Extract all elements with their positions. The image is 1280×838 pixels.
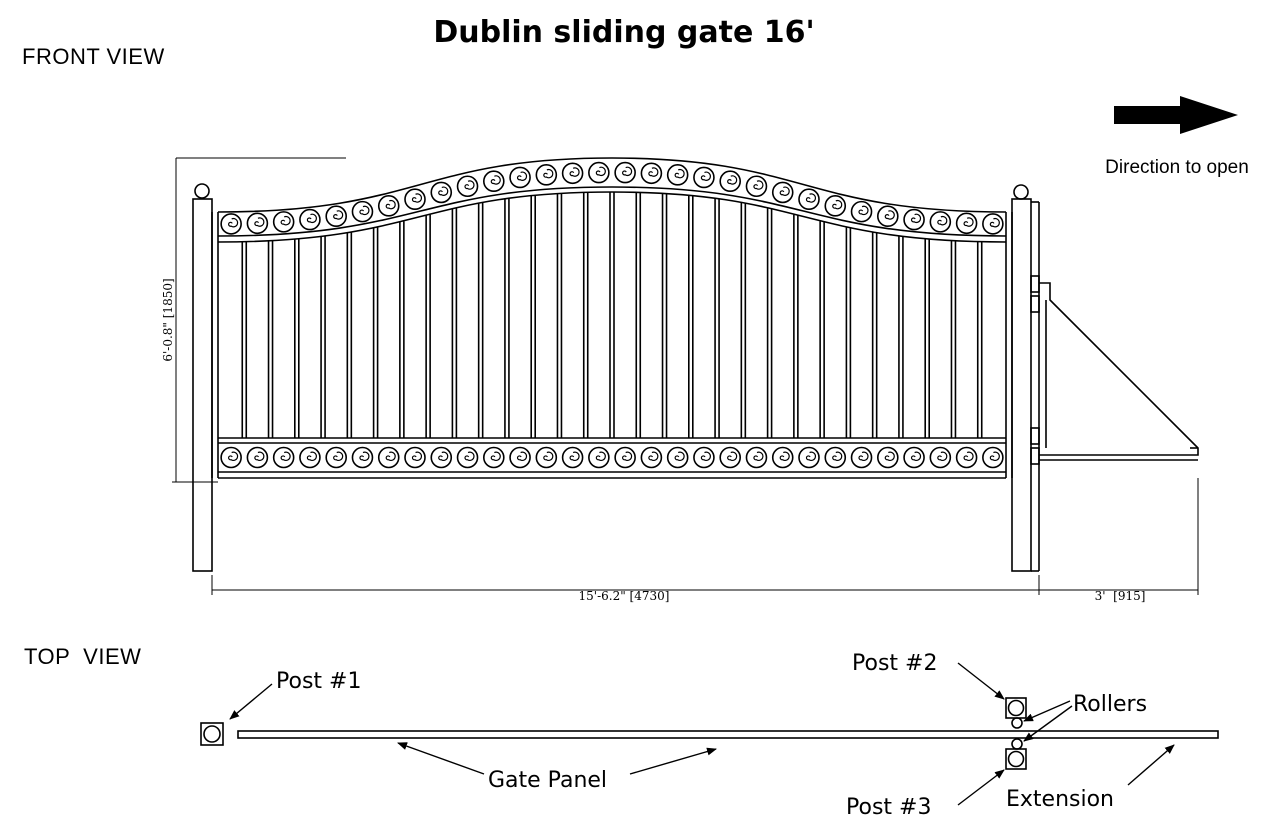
scroll-ornament: [561, 162, 584, 185]
diagram-title: Dublin sliding gate 16': [433, 15, 814, 50]
arch-top-rail-outer: [217, 157, 1007, 213]
front-view-label: FRONT VIEW: [22, 44, 165, 69]
scroll-ornament: [535, 446, 558, 469]
top-view: [200, 697, 1219, 770]
top-roller-1: [1011, 717, 1023, 729]
scroll-ornament: [666, 164, 689, 186]
post3-label: Post #3: [846, 795, 931, 820]
scroll-ornament: [246, 446, 269, 469]
scroll-ornament: [299, 208, 321, 231]
scroll-ornament: [299, 446, 321, 469]
scroll-ornament: [903, 446, 925, 469]
arch-top-rail-inner: [217, 186, 1007, 237]
scroll-ornament: [771, 446, 794, 469]
scroll-ornament: [929, 446, 952, 469]
post2-callout-arrow: [957, 662, 1005, 700]
top-post-1: [200, 722, 224, 746]
scroll-ornament: [798, 446, 820, 469]
scroll-ornament: [456, 175, 479, 198]
bottom-scroll-row: [220, 446, 1004, 469]
scroll-ornament: [246, 212, 269, 235]
top-roller-2: [1011, 738, 1023, 750]
scroll-ornament: [771, 181, 794, 204]
scroll-ornament: [509, 166, 531, 189]
scroll-ornament: [220, 213, 242, 235]
scroll-ornament: [850, 200, 873, 223]
scroll-ornament: [903, 208, 925, 231]
scroll-ornament: [325, 446, 348, 469]
scroll-ornament: [535, 164, 558, 186]
top-gate-panel: [237, 730, 1219, 739]
scroll-ornament: [824, 195, 847, 217]
front-post-right: [1011, 198, 1032, 572]
scroll-ornament: [929, 211, 952, 233]
post3-callout-arrow: [957, 769, 1005, 806]
scroll-ornament: [482, 170, 505, 193]
scroll-ornament: [745, 175, 768, 198]
front-post-right-cap: [1013, 184, 1029, 200]
front-post-left-cap: [194, 183, 210, 199]
scroll-ornament: [614, 161, 636, 184]
scroll-ornament: [693, 166, 715, 189]
top-scroll-row: [220, 161, 1004, 235]
post2-label: Post #2: [852, 651, 937, 676]
top-view-label: TOP VIEW: [24, 644, 141, 669]
gate-panel-callout-arrow-left: [397, 742, 485, 775]
scroll-ornament: [430, 181, 453, 204]
pickets: [241, 192, 983, 438]
extension-callout-arrow: [1127, 744, 1175, 786]
scroll-ornament: [220, 446, 242, 469]
scroll-ornament: [693, 446, 715, 469]
scroll-ornament: [719, 446, 742, 469]
scroll-ornament: [666, 446, 689, 469]
rollers-callout-arrow-2: [1023, 705, 1073, 742]
extension-brace: [1039, 282, 1199, 456]
gate-panel-label: Gate Panel: [488, 768, 607, 793]
scroll-ornament: [272, 211, 295, 233]
scroll-ornament: [640, 446, 663, 469]
front-view: [172, 157, 1199, 595]
height-dimension-label: 6'-0.8" [1850]: [161, 278, 175, 361]
scroll-ornament: [272, 446, 295, 469]
rollers-callout-arrow-1: [1023, 700, 1071, 722]
scroll-ornament: [719, 170, 742, 193]
scroll-ornament: [876, 205, 899, 227]
scroll-ornament: [955, 446, 978, 469]
rollers-label: Rollers: [1073, 692, 1147, 717]
scroll-ornament: [850, 446, 873, 469]
scroll-ornament: [351, 200, 374, 223]
scroll-ornament: [404, 188, 426, 211]
scroll-ornament: [798, 188, 820, 211]
post1-label: Post #1: [276, 669, 361, 694]
post1-callout-arrow: [229, 683, 273, 720]
scroll-ornament: [482, 446, 505, 469]
gate-panel-callout-arrow-right: [629, 747, 717, 775]
scroll-ornament: [588, 161, 610, 184]
direction-to-open-label: Direction to open: [1105, 157, 1249, 178]
scroll-ornament: [588, 446, 610, 469]
scroll-ornament: [456, 446, 479, 469]
scroll-ornament: [614, 446, 636, 469]
scroll-ornament: [982, 213, 1004, 235]
direction-arrow-icon: [1114, 96, 1238, 134]
scroll-ornament: [561, 446, 584, 469]
scroll-ornament: [982, 446, 1004, 469]
extension-label: Extension: [1006, 787, 1114, 812]
scroll-ornament: [509, 446, 531, 469]
scroll-ornament: [377, 446, 400, 469]
extension-width-dimension-label: 3' [915]: [1095, 589, 1146, 603]
scroll-ornament: [824, 446, 847, 469]
scroll-ornament: [377, 195, 400, 217]
scroll-ornament: [404, 446, 426, 469]
scroll-ornament: [876, 446, 899, 469]
scroll-ornament: [351, 446, 374, 469]
scroll-ornament: [325, 205, 348, 227]
panel-width-dimension-label: 15'-6.2" [4730]: [579, 589, 670, 603]
scroll-ornament: [640, 162, 663, 185]
scroll-ornament: [955, 212, 978, 235]
front-post-left: [192, 198, 213, 572]
scroll-ornament: [430, 446, 453, 469]
scroll-ornament: [745, 446, 768, 469]
